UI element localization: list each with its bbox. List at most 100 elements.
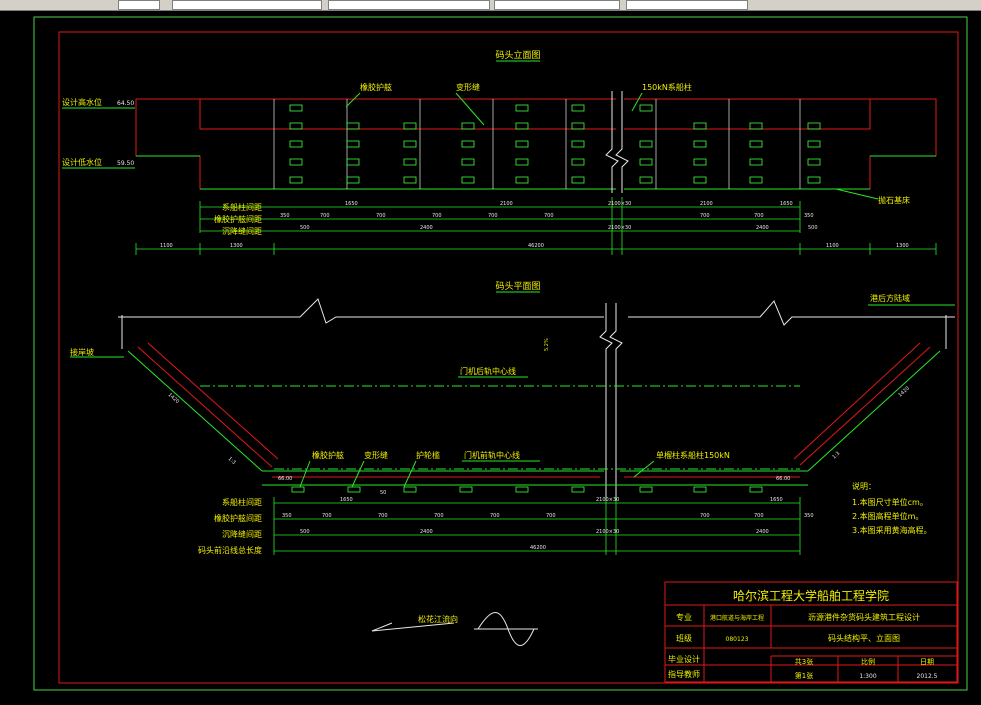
cad-canvas[interactable]: 码头立面图 设计高水位 64.50 设计低水位 59.50 [0, 11, 981, 701]
wharf-length-label: 码头前沿线总长度 [198, 545, 262, 555]
fender-leader [345, 92, 361, 108]
plan-dim-s-3: 2100×30 [596, 529, 619, 535]
level-right: 66.00 [776, 476, 790, 482]
settlement-spacing-plan-label: 沉降缝间距 [222, 529, 262, 539]
dim-fender-7: 700 [700, 213, 710, 219]
expansion-joint-label: 变形缝 [456, 82, 480, 92]
plan-dim-top-1: 1650 [340, 497, 353, 503]
scale-label: 比例 [861, 657, 875, 666]
high-water-level: 64.50 [117, 100, 134, 107]
vertical-dim: 5.2% [544, 338, 550, 351]
front-rail-label: 门机前轨中心线 [464, 450, 520, 460]
date-value: 2012.5 [917, 673, 938, 680]
dim-top-3: 2100×30 [608, 201, 631, 207]
slope-dim-left: 1420 [167, 392, 180, 405]
dim-settle-3: 2100×30 [608, 225, 631, 231]
toolbar-field-3[interactable] [494, 0, 620, 10]
drawing-name: 码头结构平、立面图 [828, 633, 900, 643]
viewer-toolbar [0, 0, 981, 11]
designer-label: 毕业设计 [668, 654, 700, 664]
dim-total-3: 46200 [528, 243, 544, 249]
title-block-frame [664, 581, 958, 683]
dim-total-2: 1300 [230, 243, 243, 249]
title-block: 哈尔滨工程大学船舶工程学院 专业 港口航道与海岸工程 沥源港件杂货码头建筑工程设… [664, 581, 958, 683]
elevation-title: 码头立面图 [495, 49, 540, 61]
school-name: 哈尔滨工程大学船舶工程学院 [733, 588, 889, 603]
dim-top-1: 1650 [345, 201, 358, 207]
dim-fender-4: 700 [432, 213, 442, 219]
ramp-right: 1:3 [831, 451, 841, 461]
guard-wheel-leader [403, 460, 417, 488]
joint-leader [455, 92, 485, 126]
scale-value: 1:300 [859, 673, 876, 680]
plan-slope-left [137, 342, 279, 468]
dim-total-5: 1300 [896, 243, 909, 249]
plan-slope-right-green [807, 350, 941, 472]
riprap-label: 抛石基床 [878, 195, 910, 205]
project-name: 沥源港件杂货码头建筑工程设计 [808, 612, 920, 622]
major-value: 港口航道与海岸工程 [710, 614, 764, 622]
dim-fender-6: 700 [544, 213, 554, 219]
notes-title: 说明： [852, 481, 876, 491]
notes: 说明： 1.本图尺寸单位cm。 2.本图高程单位m。 3.本图采用黄海高程。 [852, 481, 932, 535]
joint-plan-label: 变形缝 [364, 450, 388, 460]
plan-fenders [291, 486, 763, 493]
plan-front-line [262, 470, 808, 486]
fender-spacing-plan-label: 橡胶护舷间距 [214, 513, 262, 523]
notes-item-2: 2.本图高程单位m。 [852, 511, 923, 521]
revetment-label: 接岸坡 [70, 347, 94, 357]
elevation-break-line [605, 91, 629, 193]
fender-spacing-label: 橡胶护舷间距 [214, 214, 262, 224]
scale-small: 50 [380, 490, 386, 496]
sheet-number: 第1张 [795, 671, 813, 680]
low-water-label: 设计低水位 [62, 157, 102, 167]
toolbar-icons[interactable] [118, 0, 160, 10]
bollard-plan-leader [633, 460, 655, 478]
notes-item-1: 1.本图尺寸单位cm。 [852, 497, 928, 507]
plan-dim-f-6: 700 [546, 513, 556, 519]
dim-fender-1: 350 [280, 213, 290, 219]
date-label: 日期 [920, 658, 934, 666]
plan-dim-f-3: 700 [378, 513, 388, 519]
high-water-label: 设计高水位 [62, 97, 102, 107]
dim-fender-3: 700 [376, 213, 386, 219]
settlement-spacing-label: 沉降缝间距 [222, 226, 262, 236]
bollard-spacing-plan-label: 系船柱间距 [222, 497, 262, 507]
dim-top-4: 2100 [700, 201, 713, 207]
bollard-label: 150kN系船柱 [642, 82, 692, 92]
bollard-spacing-label: 系船柱间距 [222, 202, 262, 212]
plan-title: 码头平面图 [495, 281, 540, 292]
elevation-verticals [273, 99, 801, 189]
dim-settle-1: 500 [300, 225, 310, 231]
flow-direction-label: 松花江流向 [418, 614, 458, 624]
rear-rail-label: 门机后轨中心线 [460, 366, 516, 376]
plan-dim-s-2: 2400 [420, 529, 433, 535]
dim-top-5: 1650 [780, 201, 793, 207]
plan-back-line [118, 298, 955, 349]
plan-dim-total: 46200 [530, 545, 546, 551]
riprap-leader [835, 188, 879, 200]
plan-dim-top-2: 2100×30 [596, 497, 619, 503]
guard-wheel-label: 护轮槛 [416, 450, 440, 460]
bollard-plan-label: 单榴柱系船柱150kN [656, 450, 730, 460]
plan-dim-f-9: 350 [804, 513, 814, 519]
elevation-structure [135, 98, 937, 190]
toolbar-field-1[interactable] [172, 0, 322, 10]
plan-dim-f-1: 350 [282, 513, 292, 519]
ramp-left: 1:3 [227, 456, 237, 466]
dim-fender-8: 700 [754, 213, 764, 219]
dim-fender-9: 350 [804, 213, 814, 219]
inner-frame [58, 31, 959, 684]
plan-slope-right [793, 342, 931, 466]
plan-dim-f-7: 700 [700, 513, 710, 519]
sheet-total: 共3张 [795, 657, 813, 666]
plan-dim-f-8: 700 [754, 513, 764, 519]
toolbar-field-2[interactable] [328, 0, 490, 10]
flow-arrow-head [371, 622, 393, 632]
outer-frame [33, 16, 968, 691]
dim-settle-5: 500 [808, 225, 818, 231]
toolbar-field-4[interactable] [626, 0, 748, 10]
class-value: 080123 [726, 636, 749, 643]
dim-fender-2: 700 [320, 213, 330, 219]
drawing-sheet: 码头立面图 设计高水位 64.50 设计低水位 59.50 [33, 16, 968, 691]
